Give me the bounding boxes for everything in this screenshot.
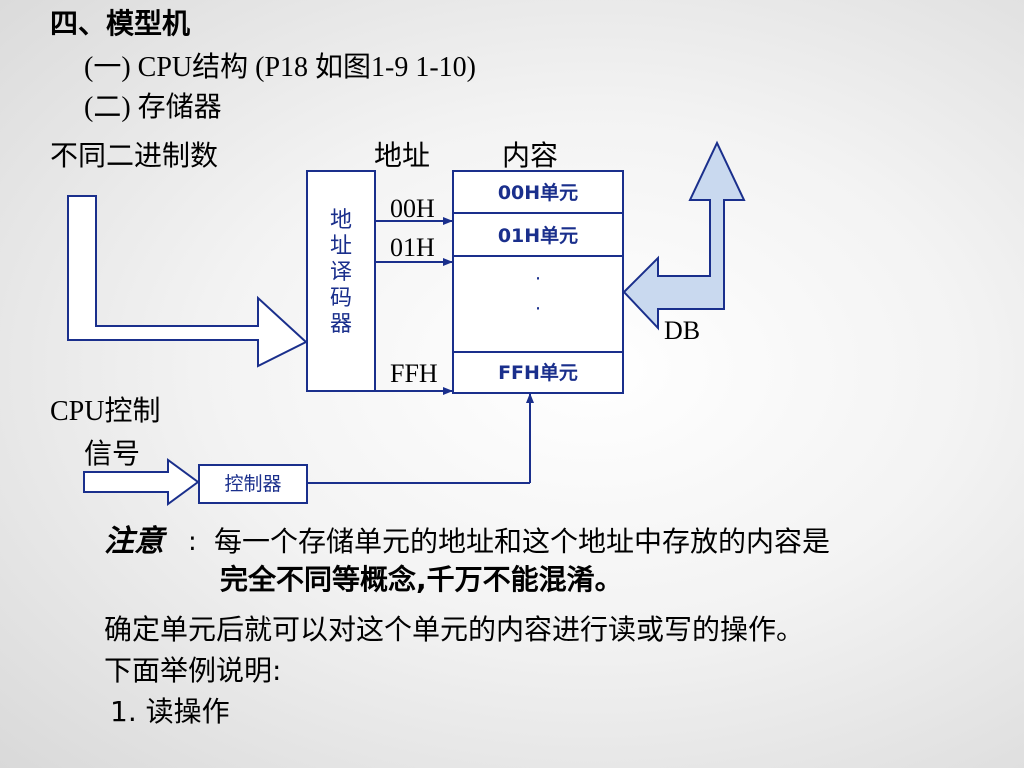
note-line-1: 每一个存储单元的地址和这个地址中存放的内容是 <box>214 525 831 558</box>
address-column-label: 地址 <box>374 139 431 172</box>
binary-number-label: 不同二进制数 <box>50 139 219 172</box>
note-colon: : <box>188 527 197 557</box>
signal-label: 信号 <box>84 437 141 470</box>
memory-cell-ffh: FFH单元 <box>498 362 578 384</box>
db-label: DB <box>664 316 701 345</box>
addr-label-01h: 01H <box>390 233 435 262</box>
content-column-label: 内容 <box>502 139 559 172</box>
controller-label: 控制器 <box>224 473 282 495</box>
addr-label-ffh: FFH <box>390 359 438 388</box>
decoder-char: 地 <box>329 208 352 233</box>
note-line-2: 完全不同等概念,千万不能混淆。 <box>220 563 623 596</box>
ellipsis-dot: · <box>534 298 542 320</box>
db-arrow <box>622 140 746 331</box>
controller-box: 控制器 <box>198 464 308 504</box>
decoder-char: 译 <box>329 260 352 285</box>
note-label: 注意 <box>104 524 164 559</box>
memory-cell-00h: 00H单元 <box>497 182 579 204</box>
cpu-signal-arrow <box>83 458 200 506</box>
decoder-char: 器 <box>329 312 352 337</box>
read-operation-item: 1. 读操作 <box>110 695 230 728</box>
memory-array: 00H单元 01H单元 · · FFH单元 <box>452 170 624 394</box>
ellipsis-dot: · <box>534 268 542 290</box>
decoder-char: 码 <box>329 286 352 311</box>
read-write-paragraph: 确定单元后就可以对这个单元的内容进行读或写的操作。 <box>104 613 805 646</box>
cpu-control-label: CPU控制 <box>50 396 161 427</box>
address-decoder: 地 址 译 码 器 <box>306 170 376 392</box>
cpu-structure-line: (一) CPU结构 (P18 如图1-9 1-10) <box>84 52 476 83</box>
memory-cell-01h: 01H单元 <box>497 225 579 247</box>
input-arrow <box>67 195 308 368</box>
memory-line: (二) 存储器 <box>84 92 222 123</box>
decoder-char: 址 <box>329 234 352 259</box>
heading: 四、模型机 <box>50 7 191 40</box>
addr-label-00h: 00H <box>390 194 435 223</box>
example-intro: 下面举例说明: <box>104 654 282 687</box>
